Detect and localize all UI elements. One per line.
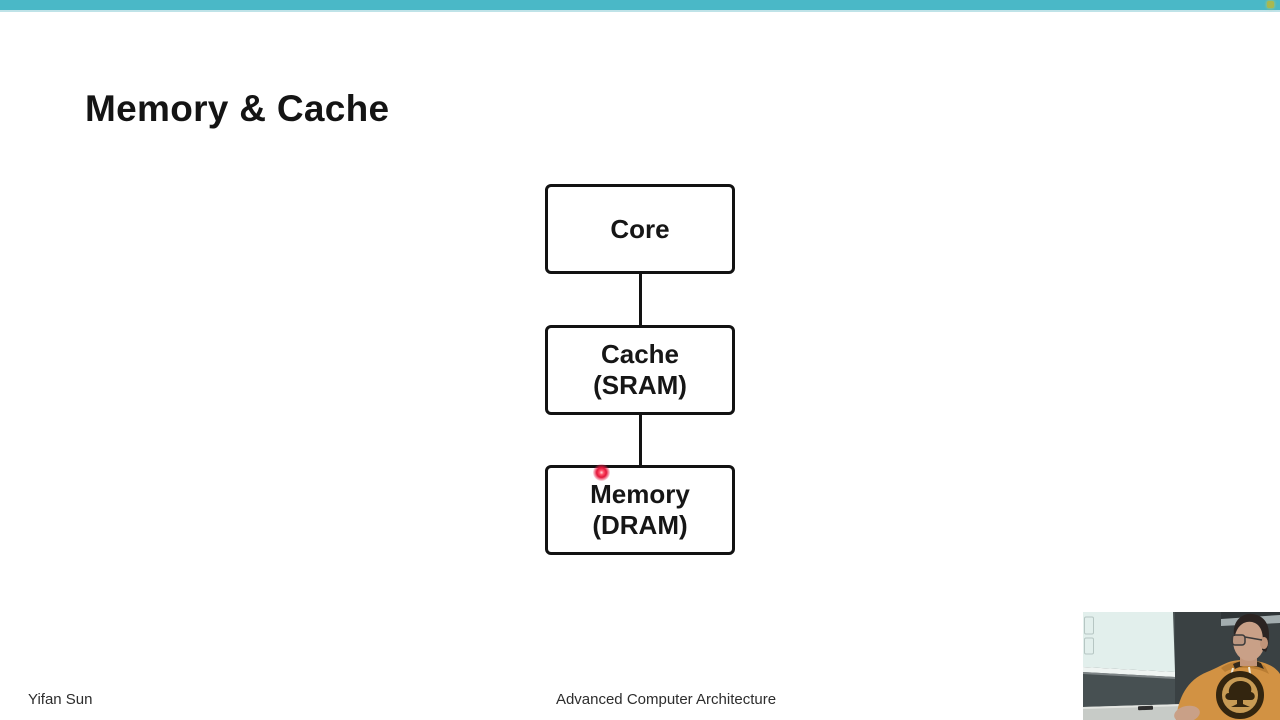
node-label: Cache	[600, 339, 680, 369]
chalk-tray-lip	[1083, 704, 1183, 709]
screen-trim	[1083, 667, 1175, 677]
instructor-ear	[1260, 637, 1268, 649]
slide-title: Memory & Cache	[85, 88, 390, 129]
instructor-hair	[1233, 613, 1269, 652]
connector-core-cache	[639, 272, 642, 326]
logo-tree-icon	[1225, 681, 1255, 707]
node-sublabel: (SRAM)	[593, 370, 687, 400]
projector-screen	[1083, 612, 1175, 672]
screen-edge-shadow	[1083, 672, 1175, 679]
footer-course-title: Advanced Computer Architecture	[555, 691, 777, 708]
indicator-dot	[1267, 1, 1274, 8]
projected-box-outline	[1084, 637, 1094, 655]
instructor-face	[1233, 621, 1265, 661]
glasses-temple	[1244, 636, 1263, 641]
accent-bar	[0, 0, 1280, 12]
node-sublabel: (DRAM)	[592, 510, 688, 540]
instructor-webcam	[1083, 612, 1280, 720]
chalk-eraser	[1137, 705, 1154, 711]
connector-cache-memory	[639, 414, 642, 466]
node-label: Core	[610, 213, 670, 244]
diagram-node-core: Core	[545, 184, 735, 274]
projected-box-outline	[1084, 616, 1094, 635]
instructor-glasses	[1231, 634, 1246, 646]
laser-pointer-dot	[593, 464, 610, 481]
diagram-node-cache: Cache (SRAM)	[545, 325, 735, 415]
node-label: Memory	[590, 479, 690, 509]
diagram-node-memory: Memory (DRAM)	[545, 465, 735, 555]
instructor-hand	[1174, 705, 1200, 720]
footer-author: Yifan Sun	[28, 691, 93, 708]
